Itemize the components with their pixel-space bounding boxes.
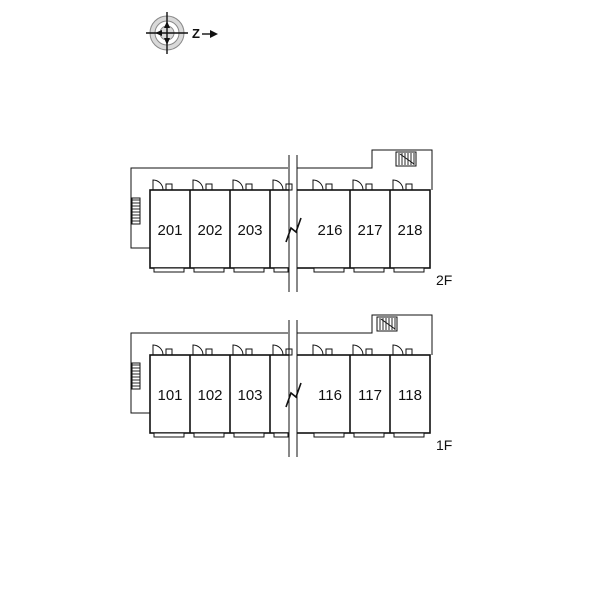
unit-number: 103: [237, 387, 262, 404]
unit-number: 218: [397, 222, 422, 239]
staircase-left-icon: [131, 362, 141, 390]
compass-rose-icon: [146, 12, 188, 54]
floor-label: 1F: [436, 437, 452, 453]
balcony: [393, 267, 425, 273]
meter-box-icon: [365, 183, 373, 191]
meter-box-icon: [245, 183, 253, 191]
corridor-outline-left: [130, 332, 150, 414]
meter-box-icon: [165, 348, 173, 356]
door-swing-icon: [272, 344, 284, 356]
door-swing-icon: [152, 179, 164, 191]
meter-box-icon: [165, 183, 173, 191]
door-swing-icon: [392, 344, 404, 356]
corridor-outline: [150, 149, 433, 190]
floor-label: 2F: [436, 272, 452, 288]
meter-box-icon: [365, 348, 373, 356]
staircase-left-icon: [131, 197, 141, 225]
stair-direction-icon: [380, 318, 396, 330]
door-swing-icon: [152, 344, 164, 356]
unit-number: 118: [398, 387, 422, 404]
balcony: [313, 432, 345, 438]
balcony: [273, 432, 289, 438]
meter-box-icon: [205, 348, 213, 356]
unit-number: 116: [318, 387, 342, 404]
meter-box-icon: [245, 348, 253, 356]
door-swing-icon: [232, 179, 244, 191]
staircase-icon: [395, 151, 417, 167]
unit-number: 117: [358, 387, 382, 404]
meter-box-icon: [325, 348, 333, 356]
balcony: [153, 267, 185, 273]
balcony: [153, 432, 185, 438]
balcony: [193, 432, 225, 438]
door-swing-icon: [352, 179, 364, 191]
balcony: [393, 432, 425, 438]
unit-number: 203: [237, 222, 262, 239]
balcony: [233, 432, 265, 438]
meter-box-icon: [405, 348, 413, 356]
unit-number: 216: [317, 222, 342, 239]
meter-box-icon: [285, 183, 293, 191]
balcony: [273, 267, 289, 273]
balcony: [353, 267, 385, 273]
meter-box-icon: [325, 183, 333, 191]
door-swing-icon: [352, 344, 364, 356]
balcony: [193, 267, 225, 273]
corridor-outline: [150, 314, 433, 355]
corridor-outline-left: [130, 167, 150, 249]
door-swing-icon: [312, 179, 324, 191]
door-swing-icon: [232, 344, 244, 356]
break-zigzag-icon: [285, 217, 302, 243]
compass-arrow-head-icon: [210, 30, 218, 38]
door-swing-icon: [312, 344, 324, 356]
meter-box-icon: [205, 183, 213, 191]
floor-2f: 201 202 203 216 217 218 2F: [130, 149, 452, 293]
door-swing-icon: [192, 179, 204, 191]
balcony: [353, 432, 385, 438]
balcony: [313, 267, 345, 273]
break-zigzag-icon: [285, 382, 302, 408]
unit-number: 101: [157, 387, 182, 404]
meter-box-icon: [405, 183, 413, 191]
meter-box-icon: [285, 348, 293, 356]
unit-number: 202: [197, 222, 222, 239]
unit-number: 217: [357, 222, 382, 239]
door-swing-icon: [272, 179, 284, 191]
compass-north-letter: Z: [192, 26, 200, 41]
compass: Z: [146, 12, 218, 54]
unit-number: 102: [197, 387, 222, 404]
stair-direction-icon: [399, 153, 415, 165]
floor-1f: 101 102 103 116 117 118 1F: [130, 314, 452, 458]
staircase-icon: [376, 316, 398, 332]
door-swing-icon: [192, 344, 204, 356]
balcony: [233, 267, 265, 273]
break-gap: [289, 320, 297, 458]
unit-number: 201: [157, 222, 182, 239]
break-gap: [289, 155, 297, 293]
door-swing-icon: [392, 179, 404, 191]
